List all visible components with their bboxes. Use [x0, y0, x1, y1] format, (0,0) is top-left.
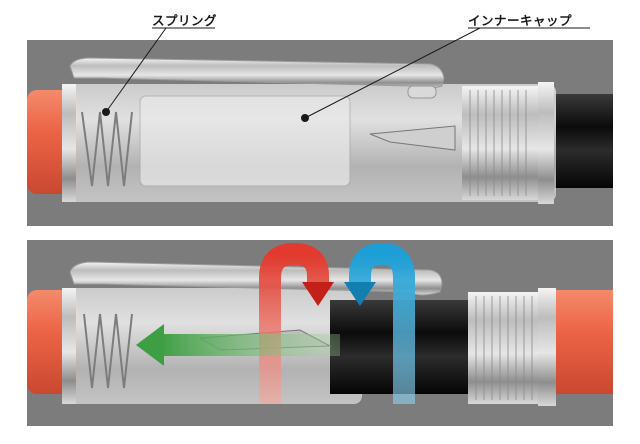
rotation-arrow-red-icon — [259, 242, 334, 404]
top-cap-end — [62, 84, 76, 202]
inner-cap-label: インナーキャップ — [468, 13, 573, 28]
spring-label: スプリング — [152, 13, 218, 28]
bottom-orange-barrel-right — [555, 290, 613, 394]
push-arrow-green-icon — [136, 324, 340, 366]
top-spring — [81, 111, 133, 187]
bottom-threads — [468, 292, 540, 404]
top-nib — [369, 125, 456, 151]
top-black-barrel — [550, 94, 613, 188]
top-threads — [462, 86, 540, 200]
rotation-arrow-blue-icon — [344, 242, 415, 404]
bottom-panel — [27, 240, 613, 426]
inner-cap-pointer-dot — [301, 114, 309, 122]
top-panel — [27, 27, 613, 226]
bottom-spring — [83, 313, 133, 389]
bottom-chrome-ring — [538, 288, 556, 406]
spring-pointer-dot — [102, 108, 110, 116]
top-chrome-ring — [538, 82, 554, 204]
top-inner-cap — [139, 95, 351, 187]
